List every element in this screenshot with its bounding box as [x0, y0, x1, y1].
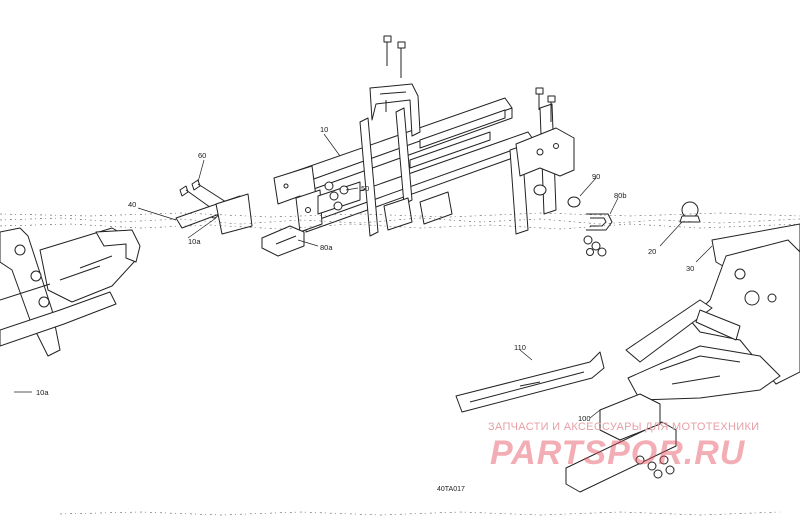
callout-labels: 10 60 40 50 10a 80a 90 80b 20 30 10a 110… — [36, 125, 694, 423]
callout-10a-bottom: 10a — [36, 388, 49, 397]
lower-bracket-part — [565, 393, 677, 493]
watermark-logo: PARTSPOR.RU — [490, 434, 746, 472]
callout-10: 10 — [320, 125, 328, 134]
watermark-caption: ЗАПЧАСТИ И АКСЕССУАРЫ ДЛЯ МОТОТЕХНИКИ — [488, 421, 760, 433]
leader-lines — [14, 133, 713, 419]
callout-80a: 80a — [320, 243, 333, 252]
left-bracket-part — [175, 193, 253, 235]
bottom-scan-noise — [59, 511, 781, 516]
callout-10a-left: 10a — [188, 237, 201, 246]
upper-frame-part — [273, 83, 575, 237]
rail-part — [455, 351, 605, 413]
lower-left-frame-part — [0, 227, 141, 357]
drawing-code: 40TA017 — [437, 486, 465, 493]
hitch-ball-part — [679, 201, 701, 223]
step-bracket-part — [261, 225, 305, 257]
u-bracket-part — [586, 213, 613, 231]
callout-50: 50 — [361, 184, 369, 193]
callout-110: 110 — [514, 343, 526, 352]
scan-noise-band — [0, 212, 800, 230]
callout-20: 20 — [648, 247, 656, 256]
callout-60: 60 — [198, 151, 206, 160]
callout-40: 40 — [128, 200, 136, 209]
callout-100: 100 — [578, 414, 591, 423]
callout-80b: 80b — [614, 191, 627, 200]
callout-30: 30 — [686, 264, 694, 273]
callout-90: 90 — [592, 172, 600, 181]
